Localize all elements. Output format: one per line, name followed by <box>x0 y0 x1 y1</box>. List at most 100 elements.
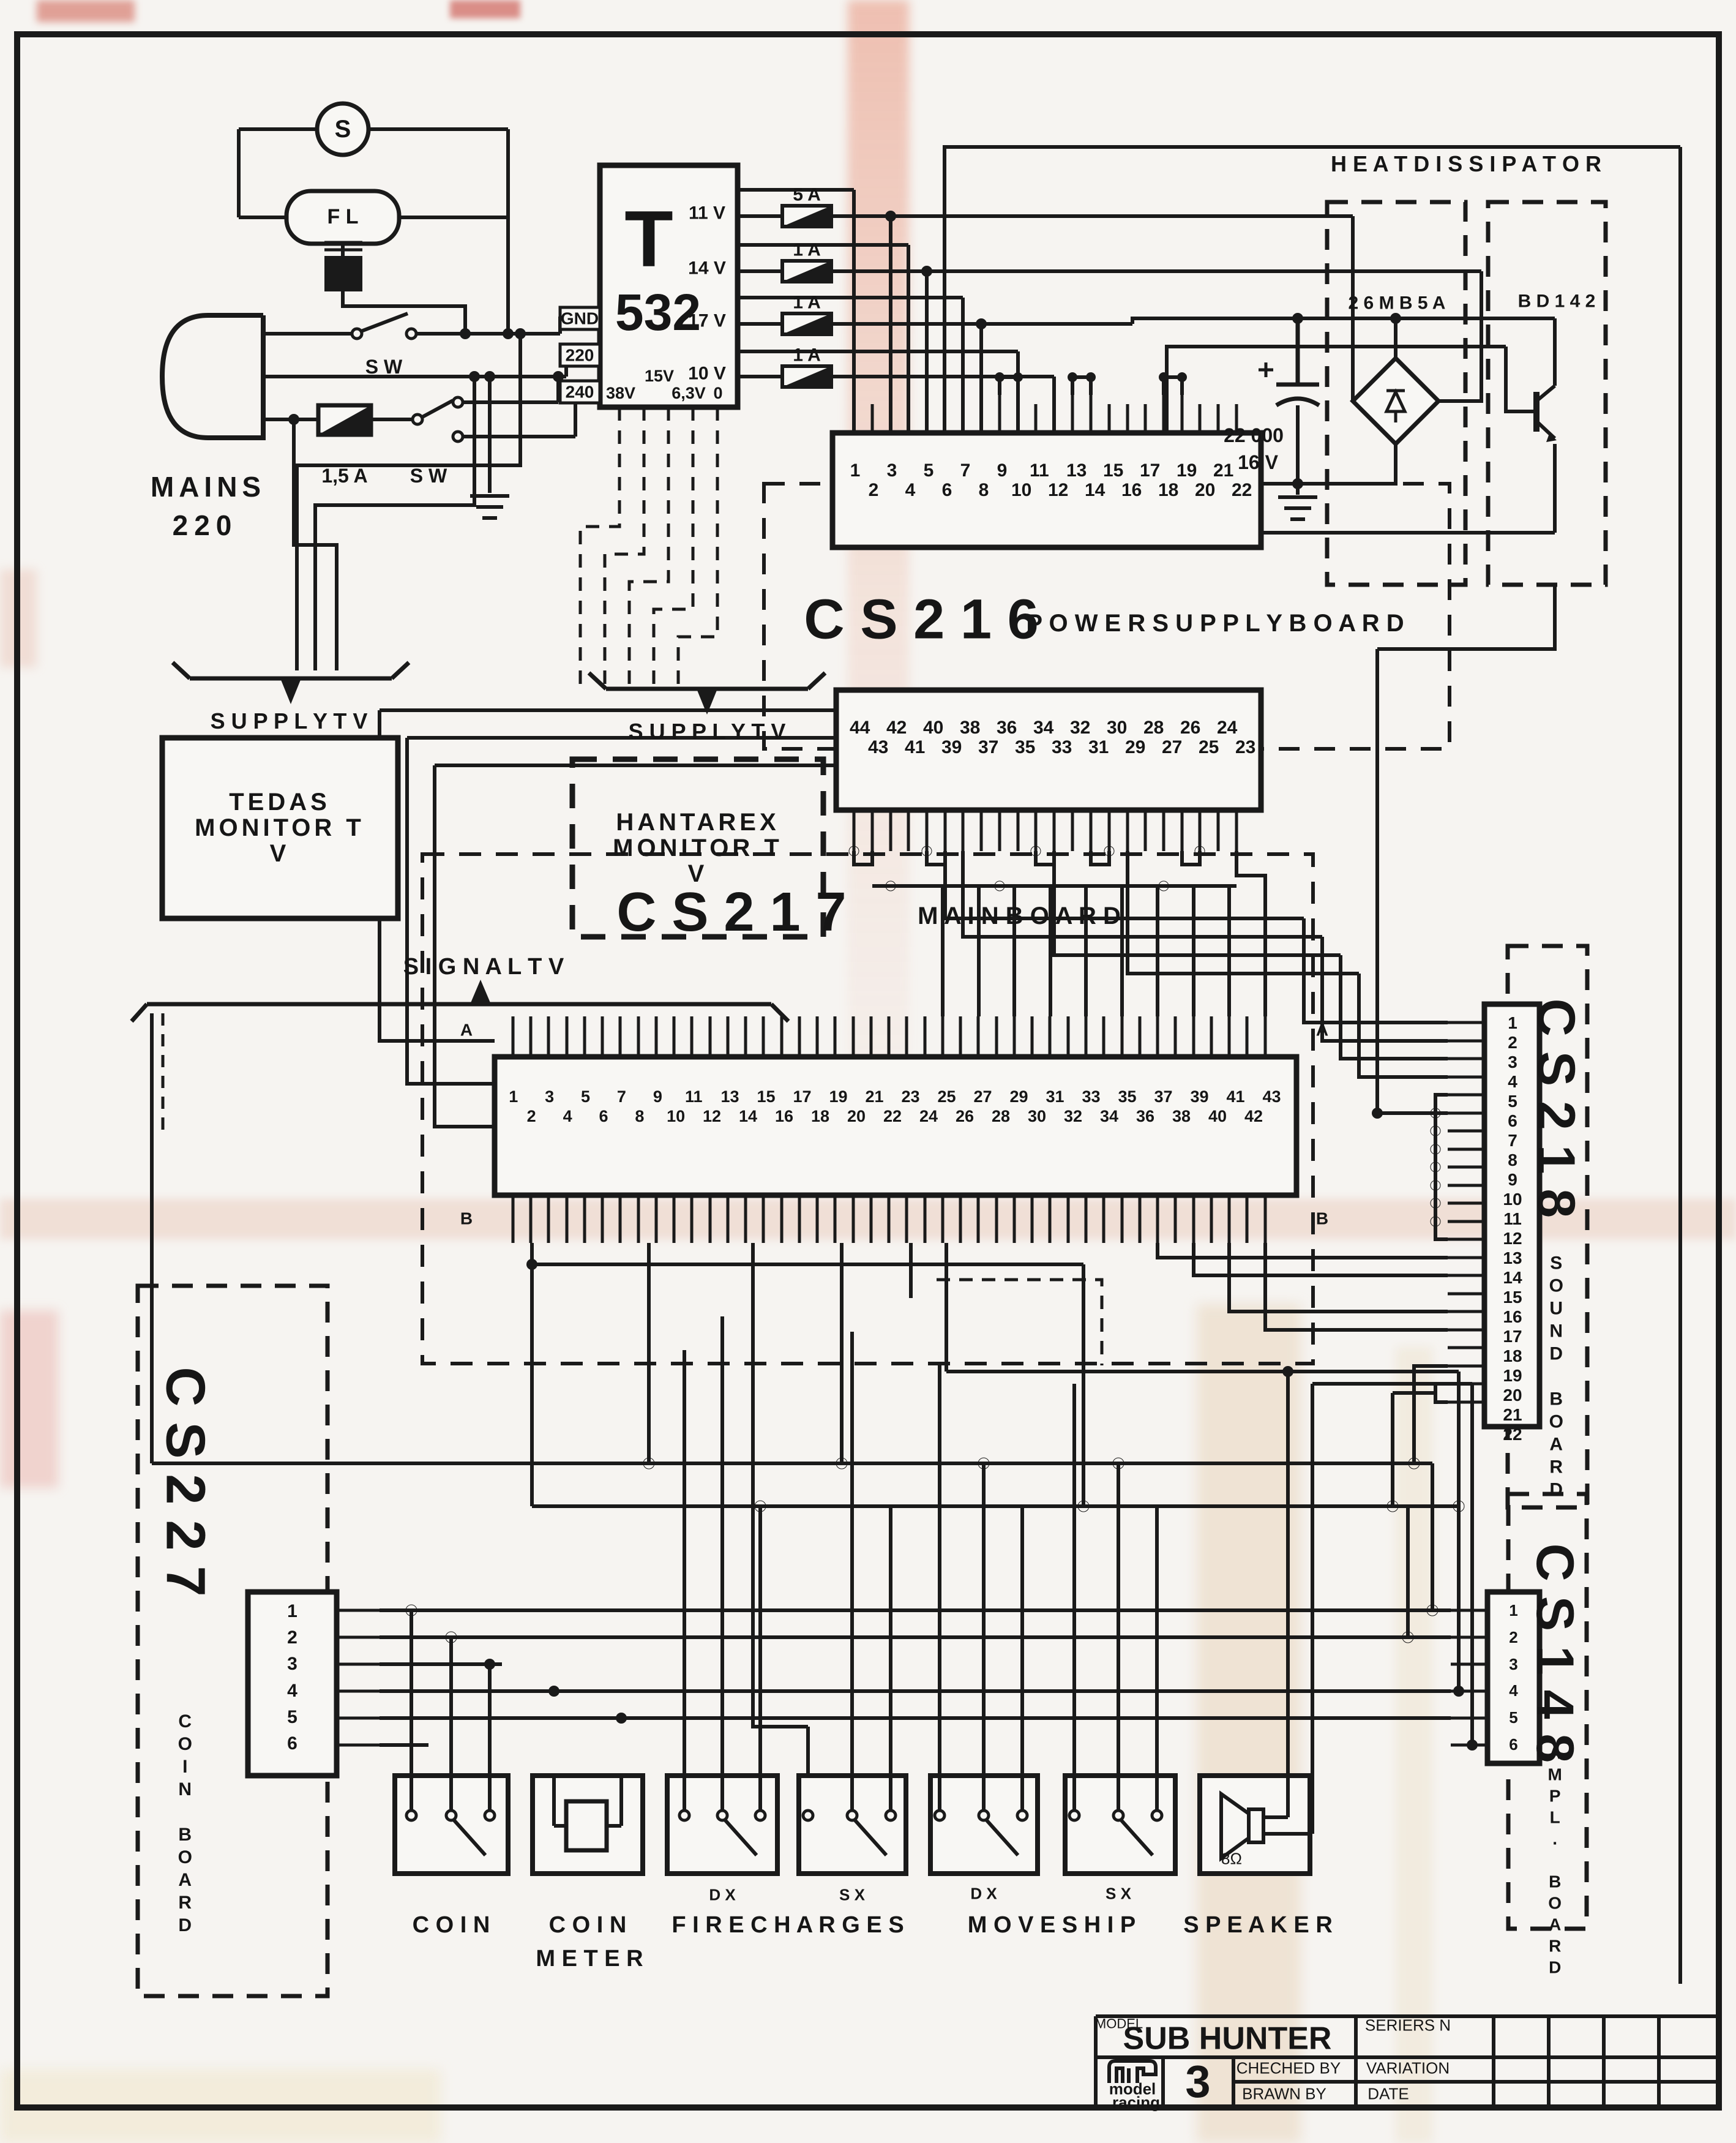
pin-label: 26 <box>1180 718 1201 738</box>
fuse-5a: 5 A <box>793 184 821 205</box>
pin-label: 9 <box>1508 1170 1517 1189</box>
pin-label: 7 <box>616 1087 626 1106</box>
pin-label: 13 <box>1503 1248 1522 1267</box>
pin-label: 26 <box>956 1107 975 1125</box>
supply-tv-right: S U P P L Y T V <box>628 719 786 745</box>
pin-label: 44 <box>850 718 870 738</box>
pin-label: 5 <box>923 460 934 481</box>
lamp-label: F L <box>327 205 359 229</box>
pin-label: 1 <box>287 1601 297 1621</box>
pin-label: 8 <box>635 1107 645 1125</box>
pin-label: 21 <box>1213 460 1234 481</box>
monitor-text-line: TEDAS <box>229 789 331 816</box>
pin-label: 28 <box>992 1107 1011 1125</box>
fuse-1a: 1 A <box>793 239 821 260</box>
cs148-desc: AMPL. BOARD <box>1545 1743 1565 1980</box>
pin-label: 25 <box>1199 737 1219 757</box>
pin-label: 1 <box>850 460 861 481</box>
pin-label: 37 <box>978 737 999 757</box>
pin-label: 15 <box>1103 460 1124 481</box>
titleblock-date-label: DATE <box>1367 2084 1409 2103</box>
pin-label: 19 <box>1177 460 1197 481</box>
pin-label: 34 <box>1100 1107 1119 1125</box>
pin-label: 2 <box>1509 1627 1518 1646</box>
pin-label: 31 <box>1088 737 1109 757</box>
cs227-desc: COIN BOARD <box>174 1711 195 1938</box>
pin-label: 39 <box>941 737 962 757</box>
pin-label: 1 <box>1509 1601 1518 1619</box>
bridge-label: 2 6 M B 5 A <box>1348 293 1446 313</box>
t532-11v: 11 V <box>688 203 726 223</box>
t532-gnd: GND <box>560 309 599 328</box>
pin-label: 2 <box>1508 1033 1517 1052</box>
cs148-name: C S 1 4 8 <box>1525 1543 1585 1763</box>
monitor-text-line: MONITOR T <box>613 835 783 861</box>
pin-label: 4 <box>905 480 916 500</box>
pin-label: 42 <box>886 718 907 738</box>
titleblock-model-name: SUB HUNTER <box>1123 2021 1332 2057</box>
monitor-text-line: V <box>687 860 708 887</box>
pin-label: 21 <box>865 1087 884 1106</box>
pin-label: 11 <box>1030 460 1049 481</box>
pin-label: 41 <box>905 737 926 757</box>
titleblock-sheet-number: 3 <box>1185 2056 1211 2107</box>
pin-label: 23 <box>1235 737 1256 757</box>
pin-label: 36 <box>997 718 1017 738</box>
pin-label: 40 <box>923 718 944 738</box>
pin-label: 17 <box>1140 460 1161 481</box>
fuse-1a: 1 A <box>793 292 821 313</box>
monitor-text-line: HANTAREX <box>616 809 780 836</box>
pin-label: 25 <box>937 1087 956 1106</box>
pin-label: 36 <box>1136 1107 1155 1125</box>
move-ship-label: M O V E S H I P <box>967 1912 1136 1938</box>
t532-10v: 10 V <box>688 363 726 384</box>
coin-meter-label2: M E T E R <box>536 1946 643 1972</box>
t532-designator: T <box>624 193 673 283</box>
cs217-row-b-left: B <box>460 1209 473 1228</box>
pin-label: 22 <box>883 1107 902 1125</box>
cs217-name: C S 2 1 7 <box>616 881 847 943</box>
t532-17v: 17 V <box>688 310 726 331</box>
pin-label: 37 <box>1154 1087 1173 1106</box>
pin-label: 8 <box>978 480 989 500</box>
pin-label: 13 <box>1066 460 1087 481</box>
supply-tv-left: S U P P L Y T V <box>210 708 368 734</box>
model-racing-logo: model <box>1109 2079 1156 2098</box>
pin-label: 17 <box>1503 1327 1522 1346</box>
pin-label: 4 <box>563 1107 572 1125</box>
cs216-name: C S 2 1 6 <box>804 588 1039 651</box>
pin-label: 14 <box>739 1107 758 1125</box>
cs217-desc: M A I N B O A R D <box>918 903 1121 929</box>
pin-label: 30 <box>1028 1107 1047 1125</box>
pin-label: 5 <box>287 1706 297 1727</box>
pin-label: 15 <box>1503 1288 1522 1307</box>
pin-label: 30 <box>1107 718 1128 738</box>
tap-0: 0 <box>713 383 723 402</box>
pin-label: 38 <box>960 718 981 738</box>
pin-label: 14 <box>1503 1268 1522 1287</box>
pin-label: 12 <box>1048 480 1069 500</box>
cs218-desc: SOUND BOARD <box>1546 1253 1566 1503</box>
switch-bottom-label: S W <box>410 465 447 487</box>
speaker-label: S P E A K E R <box>1183 1912 1333 1938</box>
pin-label: 11 <box>685 1087 703 1106</box>
pin-label: 32 <box>1070 718 1091 738</box>
pin-label: 18 <box>1503 1346 1522 1365</box>
pin-label: 23 <box>901 1087 920 1106</box>
pin-label: 32 <box>1064 1107 1083 1125</box>
pin-label: 4 <box>1508 1072 1517 1091</box>
coin-meter-label1: C O I N <box>548 1912 627 1938</box>
t532-number: 532 <box>615 283 702 341</box>
pin-label: 6 <box>1509 1735 1518 1754</box>
pin-label: 16 <box>1503 1307 1522 1326</box>
t532-220: 220 <box>565 345 594 365</box>
model-racing-logo-2: racing <box>1112 2093 1161 2112</box>
pin-label: 5 <box>581 1087 591 1106</box>
pin-label: 7 <box>1508 1131 1517 1150</box>
pin-label: 3 <box>287 1654 297 1675</box>
t532-14v: 14 V <box>688 258 726 279</box>
